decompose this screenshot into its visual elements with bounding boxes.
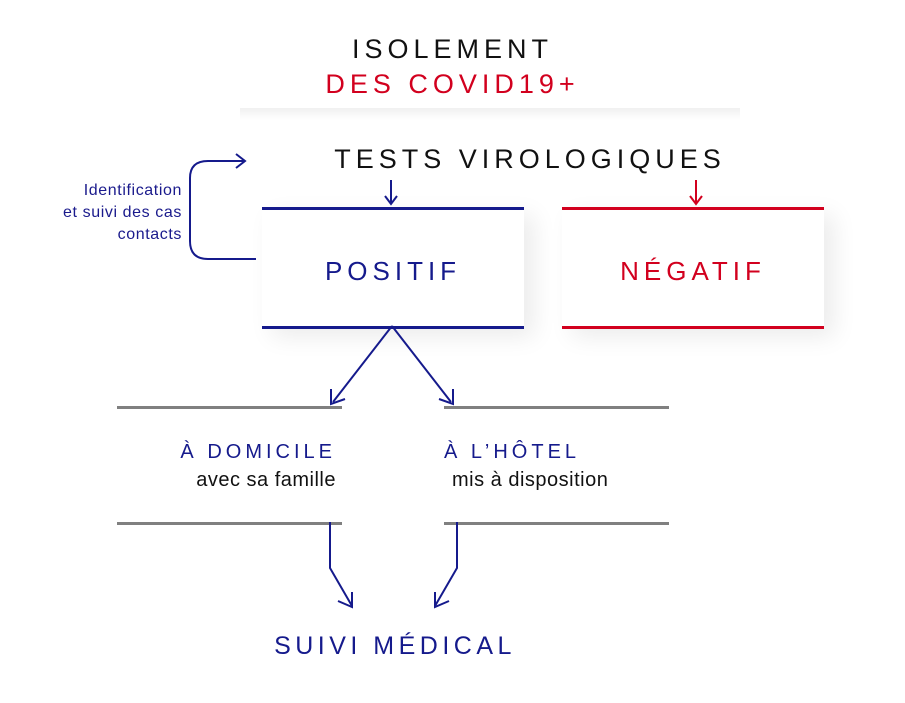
tests-to-negative-arrow (689, 180, 703, 206)
positive-result-label: POSITIF (324, 256, 462, 286)
positive-to-hotel-arrow (391, 325, 454, 406)
header-shadow-band (240, 108, 740, 120)
medical-followup-label: SUIVI MÉDICAL (274, 632, 516, 660)
home-isolation-label: À DOMICILE (180, 441, 336, 463)
diagram-title-line-1: ISOLEMENT (351, 34, 554, 64)
hotel-isolation-sublabel: mis à disposition (452, 469, 609, 491)
contact-tracing-note-line-2: et suivi des cas (63, 204, 182, 221)
contact-tracing-note-line-3: contacts (117, 226, 182, 243)
positive-result-box: POSITIF (262, 207, 524, 329)
home-isolation-box: À DOMICILE avec sa famille (117, 406, 342, 525)
negative-result-box: NÉGATIF (562, 207, 824, 329)
contact-tracing-note: Identification et suivi des cas contacts (10, 180, 182, 246)
contact-tracing-note-line-1: Identification (83, 182, 182, 199)
contact-loop-arrow (189, 153, 256, 260)
tests-to-positive-arrow (384, 180, 398, 206)
tests-virologiques-label: TESTS VIROLOGIQUES (334, 144, 726, 174)
diagram-title-line-2: DES COVID19+ (325, 69, 580, 99)
negative-result-label: NÉGATIF (620, 256, 766, 286)
hotel-isolation-box: À L’HÔTEL mis à disposition (444, 406, 669, 525)
positive-to-home-arrow (330, 325, 393, 406)
home-to-followup-arrow (329, 522, 353, 609)
hotel-isolation-label: À L’HÔTEL (444, 441, 581, 463)
home-isolation-sublabel: avec sa famille (196, 469, 336, 491)
hotel-to-followup-arrow (434, 522, 458, 609)
